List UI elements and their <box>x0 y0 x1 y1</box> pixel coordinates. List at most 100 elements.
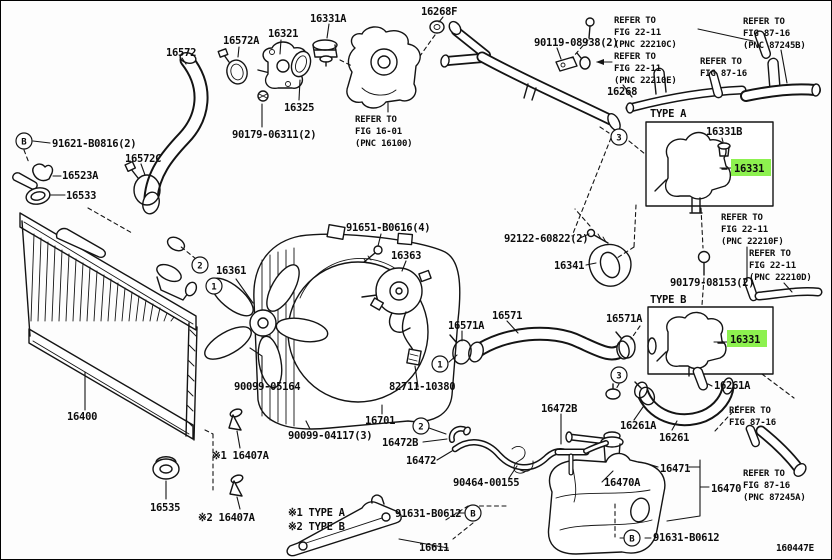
pins-16407a-drawing <box>228 408 244 497</box>
part-label-16321: 16321 <box>268 28 298 40</box>
part-label-91631-b0612-1: 91631-B0612 <box>395 508 461 520</box>
part-label-16571a-2: 16571A <box>606 313 643 325</box>
part-label-16470a: 16470A <box>604 477 641 489</box>
part-label-90179-08153: 90179-08153(2) <box>670 277 754 289</box>
part-label-16407a-2: ※2 16407A <box>198 512 256 524</box>
callout-3-outlet-hose: 3 <box>610 366 628 384</box>
grommet-16268f-drawing <box>429 20 445 34</box>
grommet-16535-drawing <box>152 456 180 480</box>
part-label-16533: 16533 <box>66 190 96 202</box>
part-label-16331a: 16331A <box>310 13 347 25</box>
part-label-16572a: 16572A <box>223 35 260 47</box>
dashed-reference-lines <box>23 34 795 540</box>
outlet-gasket-drawing <box>586 228 823 302</box>
fan-drawing <box>204 264 329 389</box>
part-label-16571a-1: 16571A <box>448 320 485 332</box>
part-label-16472b-2: 16472B <box>541 403 577 415</box>
part-label-16407a-1: ※1 16407A <box>212 450 270 462</box>
callout-2-radiator-cap: 2 <box>191 256 209 274</box>
part-label-16400: 16400 <box>67 411 97 423</box>
svg-text:3: 3 <box>616 372 621 382</box>
part-label-16611: 16611 <box>419 542 449 554</box>
callout-b-91631-1: B <box>464 504 482 522</box>
part-label-16572c: 16572C <box>125 153 161 165</box>
fan-motor-drawing <box>361 245 432 366</box>
part-label-16261: 16261 <box>659 432 689 444</box>
label-layer: 16268F 16331A 16572A 16321 16572 16325 90179-0… <box>52 6 815 554</box>
hose-clamp-16572a-drawing <box>217 48 248 85</box>
overflow-hose-drawing <box>448 425 609 476</box>
diagram-code: 160447E <box>776 543 815 554</box>
part-label-16523a: 16523A <box>62 170 99 182</box>
part-label-16341: 16341 <box>554 260 584 272</box>
part-label-90099-04117: 90099-04117(3) <box>288 430 372 442</box>
part-label-16268: 16268 <box>607 86 637 98</box>
highlight-layer: 16331 16331 <box>727 159 771 347</box>
svg-text:16331: 16331 <box>734 163 764 175</box>
svg-text:B: B <box>21 138 27 148</box>
part-label-16261a-clip: 16261A <box>714 380 751 392</box>
part-label-16325: 16325 <box>284 102 314 114</box>
part-label-16701: 16701 <box>365 415 395 427</box>
bracket-16611-drawing <box>286 494 402 557</box>
part-label-16268f: 16268F <box>421 6 457 18</box>
radiator-drawing <box>19 212 198 441</box>
leader-lines <box>32 16 793 549</box>
part-label-16472: 16472 <box>406 455 436 467</box>
part-label-16571: 16571 <box>492 310 522 322</box>
reserve-tank-drawing <box>547 431 666 555</box>
svg-text:2: 2 <box>197 262 202 272</box>
part-label-16471: 16471 <box>660 463 690 475</box>
part-label-16472b-1: 16472B <box>382 437 418 449</box>
part-label-91621-b0816: 91621-B0816(2) <box>52 138 136 150</box>
highlighted-part-16331-type-b[interactable]: 16331 <box>727 330 767 347</box>
callout-3-bypass-pipe: 3 <box>610 128 628 146</box>
part-label-90179-06311: 90179-06311(2) <box>232 129 316 141</box>
water-inlet-drawing <box>257 39 338 102</box>
callout-b-91621: B <box>15 132 33 150</box>
callout-2-overflow-stub: 2 <box>412 417 430 435</box>
part-label-90119-08938: 90119-08938(2) <box>534 37 618 49</box>
part-label-16331b: 16331B <box>706 126 742 138</box>
outlet-hose-drawing <box>605 366 807 477</box>
bypass-pipe-drawing <box>440 17 821 131</box>
part-label-82711-10380: 82711-10380 <box>389 381 455 393</box>
svg-text:16331: 16331 <box>730 334 760 346</box>
svg-text:2: 2 <box>418 423 423 433</box>
legend-type-a: ※1 TYPE A <box>288 507 346 519</box>
svg-text:3: 3 <box>616 134 621 144</box>
part-label-92122-60822: 92122-60822(2) <box>504 233 588 245</box>
highlighted-part-16331-type-a[interactable]: 16331 <box>731 159 771 176</box>
part-label-91631-b0612-2: 91631-B0612 <box>653 532 719 544</box>
svg-text:1: 1 <box>211 283 216 293</box>
part-label-90464-00155: 90464-00155 <box>453 477 519 489</box>
upper-hose-drawing <box>142 52 209 215</box>
lower-hose-drawing <box>449 326 636 365</box>
type-b-title: TYPE B <box>650 294 686 306</box>
engine-housing-drawing <box>346 26 421 109</box>
callout-1-lower-hose-clamp: 1 <box>431 355 449 373</box>
part-label-16470: 16470 <box>711 483 741 495</box>
hose-clamp-16572c-drawing <box>124 160 161 206</box>
svg-text:B: B <box>629 535 635 545</box>
part-label-16572: 16572 <box>166 47 196 59</box>
left-small-parts-drawing <box>12 163 54 205</box>
legend-type-b: ※2 TYPE B <box>288 521 345 533</box>
part-label-16261a-2: 16261A <box>620 420 657 432</box>
type-a-title: TYPE A <box>650 108 687 120</box>
callout-1-filler-neck: 1 <box>205 277 223 295</box>
svg-text:B: B <box>470 510 476 520</box>
part-label-90099-05164: 90099-05164 <box>234 381 300 393</box>
